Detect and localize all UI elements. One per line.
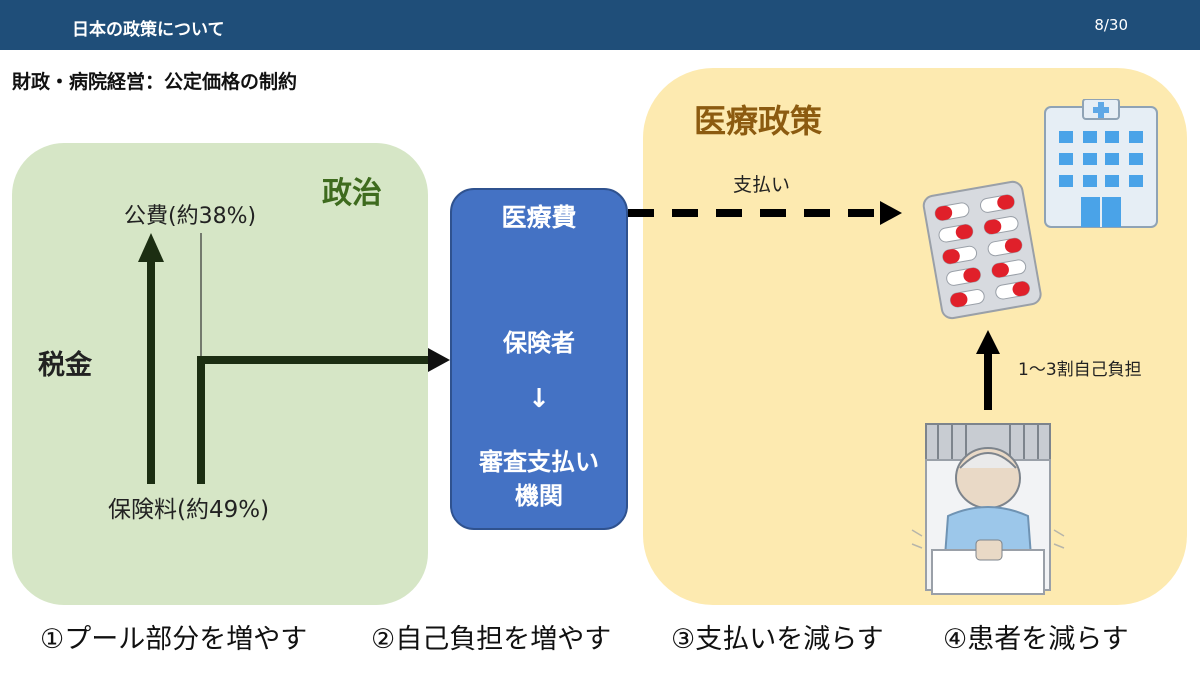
- slide-subtitle: 財政・病院経営：公定価格の制約: [12, 71, 298, 93]
- page-number: 8/30: [1094, 16, 1128, 34]
- premium-flow-line: [197, 356, 430, 484]
- copay-label: 1〜3割自己負担: [1018, 360, 1142, 380]
- medical-cost-title: 医療費: [501, 203, 577, 232]
- header-title: 日本の政策について: [72, 20, 225, 40]
- tax-arrow-head: [138, 233, 164, 262]
- politics-label: 政治: [322, 176, 382, 211]
- tax-label: 税金: [38, 350, 92, 381]
- politics-panel: [12, 143, 428, 605]
- payment-label: 支払い: [733, 174, 791, 196]
- medical-cost-box: 医療費 保険者 ↓ 審査支払い 機関: [450, 188, 628, 530]
- option-copay: ②自己負担を増やす: [371, 624, 612, 655]
- header-bar: 日本の政策について 8/30: [0, 0, 1200, 50]
- option-patients: ④患者を減らす: [943, 624, 1129, 655]
- hospital-icon: [1044, 99, 1158, 228]
- insurer-label: 保険者: [503, 329, 575, 357]
- option-pool: ①プール部分を増やす: [40, 624, 308, 655]
- medical-policy-label: 医療政策: [694, 102, 823, 140]
- copay-arrow-head: [976, 330, 1000, 354]
- down-arrow: ↓: [528, 384, 550, 414]
- public-expense-label: 公費(約38%): [124, 204, 257, 229]
- patient-in-bed-icon: [911, 423, 1065, 595]
- option-payment: ③支払いを減らす: [671, 624, 884, 655]
- payment-arrow-head: [880, 201, 902, 225]
- review-payment-agency-label: 審査支払い 機関: [479, 448, 599, 510]
- pill-pack-icon: [922, 180, 1042, 320]
- premium-arrow-head: [428, 348, 450, 372]
- insurance-premium-label: 保険料(約49%): [108, 497, 270, 523]
